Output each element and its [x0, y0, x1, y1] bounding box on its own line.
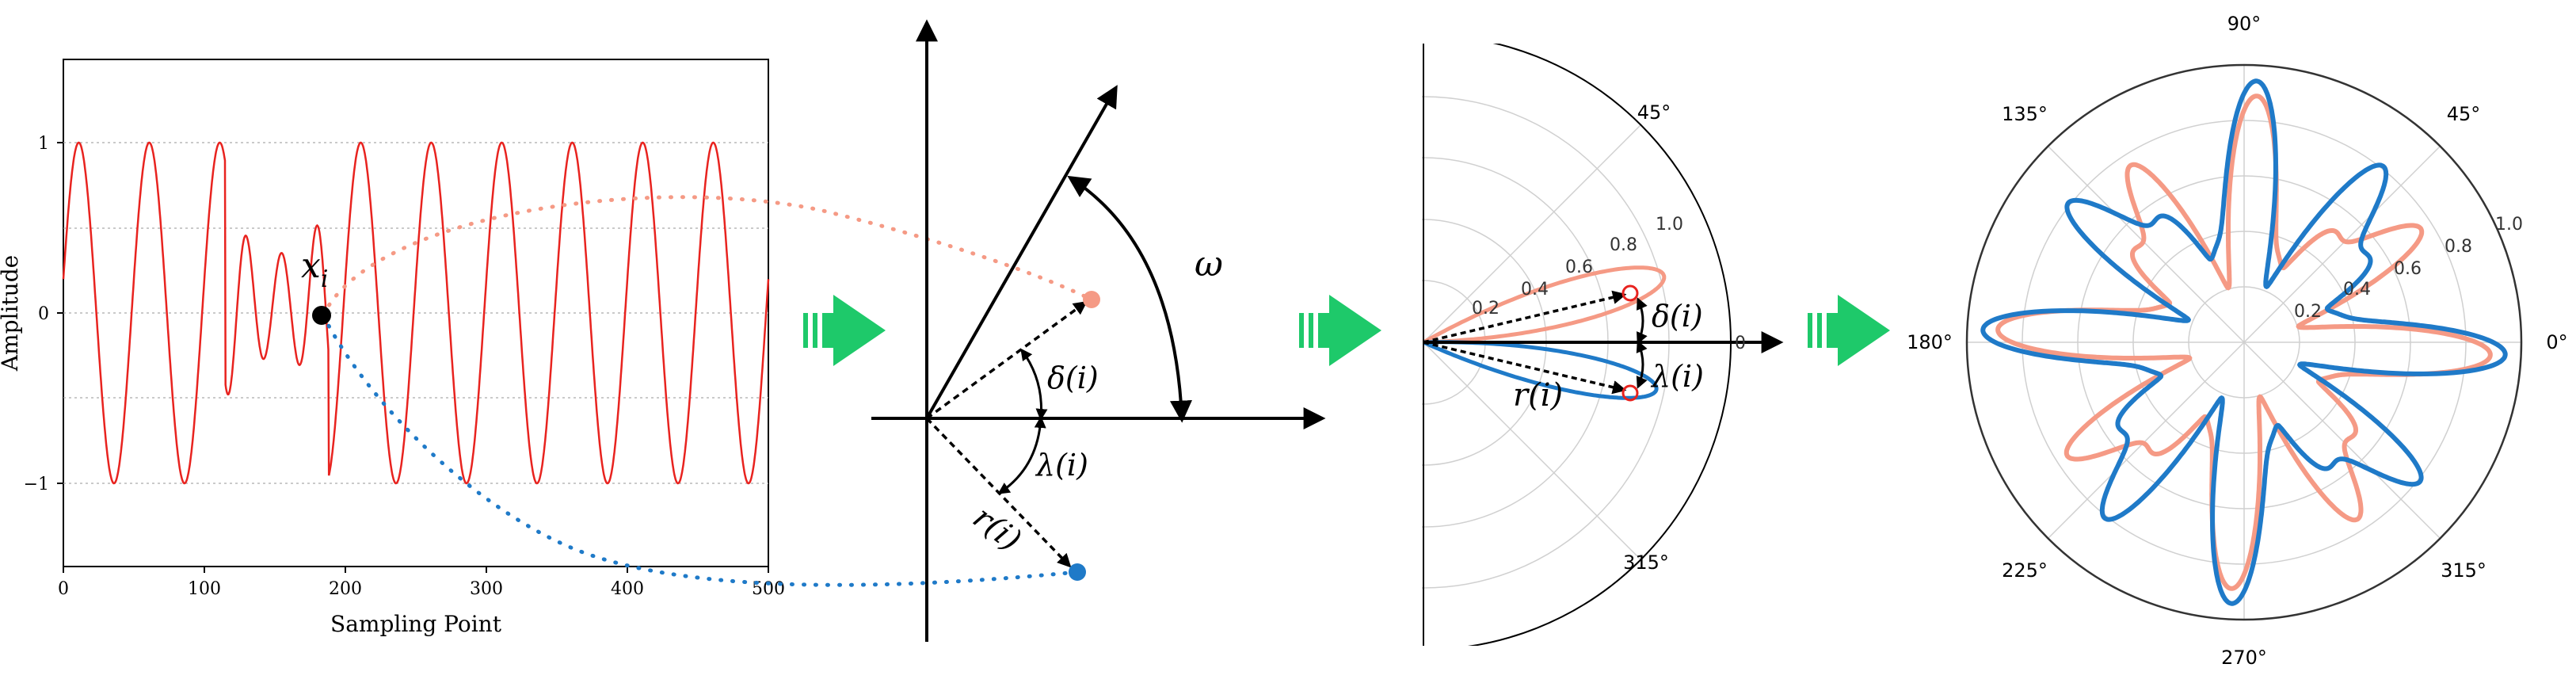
polar-upper-point: [1621, 284, 1639, 302]
blue-petal: [1422, 340, 1659, 400]
sample-point: [312, 306, 331, 325]
xtick-400: 400: [611, 579, 644, 599]
lambda-arc: [997, 416, 1046, 494]
polar-r-label: r(i): [1513, 377, 1563, 414]
projection-curve-upper: [321, 195, 1094, 318]
polar-lower-point: [1621, 384, 1639, 402]
ytick-neg1: −1: [24, 475, 49, 494]
rose-angle-225: 225°: [2002, 559, 2048, 582]
polar-r-0.4: 0.4: [1521, 280, 1549, 300]
ytick-1: 1: [38, 134, 49, 154]
xtick-100: 100: [188, 579, 221, 599]
rose-angle-315: 315°: [2441, 559, 2486, 582]
vector-diagram: ω δ(i) λ(i) r(i): [871, 19, 1326, 642]
rose-outer-ring: [1965, 63, 2523, 621]
polar-r-0.2: 0.2: [1472, 299, 1499, 319]
omega-arc: [1067, 175, 1192, 423]
polar-r-0.8: 0.8: [1610, 235, 1637, 255]
reference-vector: [925, 85, 1118, 419]
rose-r-0.2: 0.2: [2294, 302, 2322, 322]
polar-zero: 0: [1735, 334, 1746, 353]
step-arrow-3: [1808, 295, 1890, 366]
rose-angle-180: 180°: [1907, 331, 1953, 353]
rose-angle-45: 45°: [2447, 103, 2481, 125]
step-arrow-1: [803, 295, 886, 366]
polar-delta-arc: [1637, 297, 1648, 345]
rose-salmon-curve: [1995, 93, 2493, 591]
rose-angle-0: 0°: [2546, 331, 2567, 353]
xtick-300: 300: [470, 579, 503, 599]
rose-angle-90: 90°: [2227, 13, 2262, 35]
rose-grid: [1967, 65, 2521, 620]
rose-r-1.0: 1.0: [2495, 215, 2523, 235]
signal-panel: 1 0 −1 0 100 200 300 400 500 Sampling Po…: [0, 59, 1094, 637]
rose-r-0.4: 0.4: [2343, 280, 2371, 300]
polar-delta-label: δ(i): [1652, 299, 1703, 334]
polar-rose-panel: 90° 45° 135° 180° 0° 225° 315° 270° 0.2 …: [1907, 13, 2568, 669]
polar-r-0.6: 0.6: [1565, 258, 1593, 277]
r-label: r(i): [966, 499, 1027, 559]
polar-angle-315: 315°: [1623, 551, 1669, 574]
polar-lambda-label: λ(i): [1650, 359, 1704, 394]
step-arrow-2: [1299, 295, 1381, 366]
rose-r-0.8: 0.8: [2445, 237, 2472, 257]
omega-label: ω: [1195, 244, 1223, 284]
lambda-label: λ(i): [1035, 448, 1088, 483]
rose-angle-270: 270°: [2221, 647, 2267, 669]
rose-r-0.6: 0.6: [2394, 259, 2422, 279]
xtick-200: 200: [329, 579, 362, 599]
polar-delta-vector: [1423, 290, 1627, 344]
salmon-petal: [1422, 265, 1667, 345]
rose-blue-curve: [1980, 78, 2508, 606]
polar-zoom-panel: δ(i) λ(i) r(i) 45° 315° 0.2 0.4 0.6 0.8 …: [1422, 44, 1784, 646]
upper-point: [1083, 291, 1100, 308]
sample-point-label: xi: [301, 246, 328, 293]
x-axis-label: Sampling Point: [330, 611, 502, 637]
delta-label: δ(i): [1047, 361, 1099, 395]
ytick-0: 0: [38, 304, 49, 324]
xtick-0: 0: [58, 579, 69, 599]
y-axis-label: Amplitude: [0, 255, 23, 372]
lower-point: [1069, 563, 1086, 581]
projection-curve-lower: [321, 313, 1080, 587]
polar-r-1.0: 1.0: [1656, 215, 1683, 235]
polar-angle-45: 45°: [1637, 101, 1671, 124]
grid: [63, 142, 768, 484]
polar-lambda-arc: [1636, 340, 1648, 389]
polar-lambda-vector: [1423, 341, 1627, 395]
delta-arc: [1020, 348, 1048, 421]
signal-waveform: [62, 141, 770, 485]
rose-angle-135: 135°: [2002, 103, 2048, 125]
